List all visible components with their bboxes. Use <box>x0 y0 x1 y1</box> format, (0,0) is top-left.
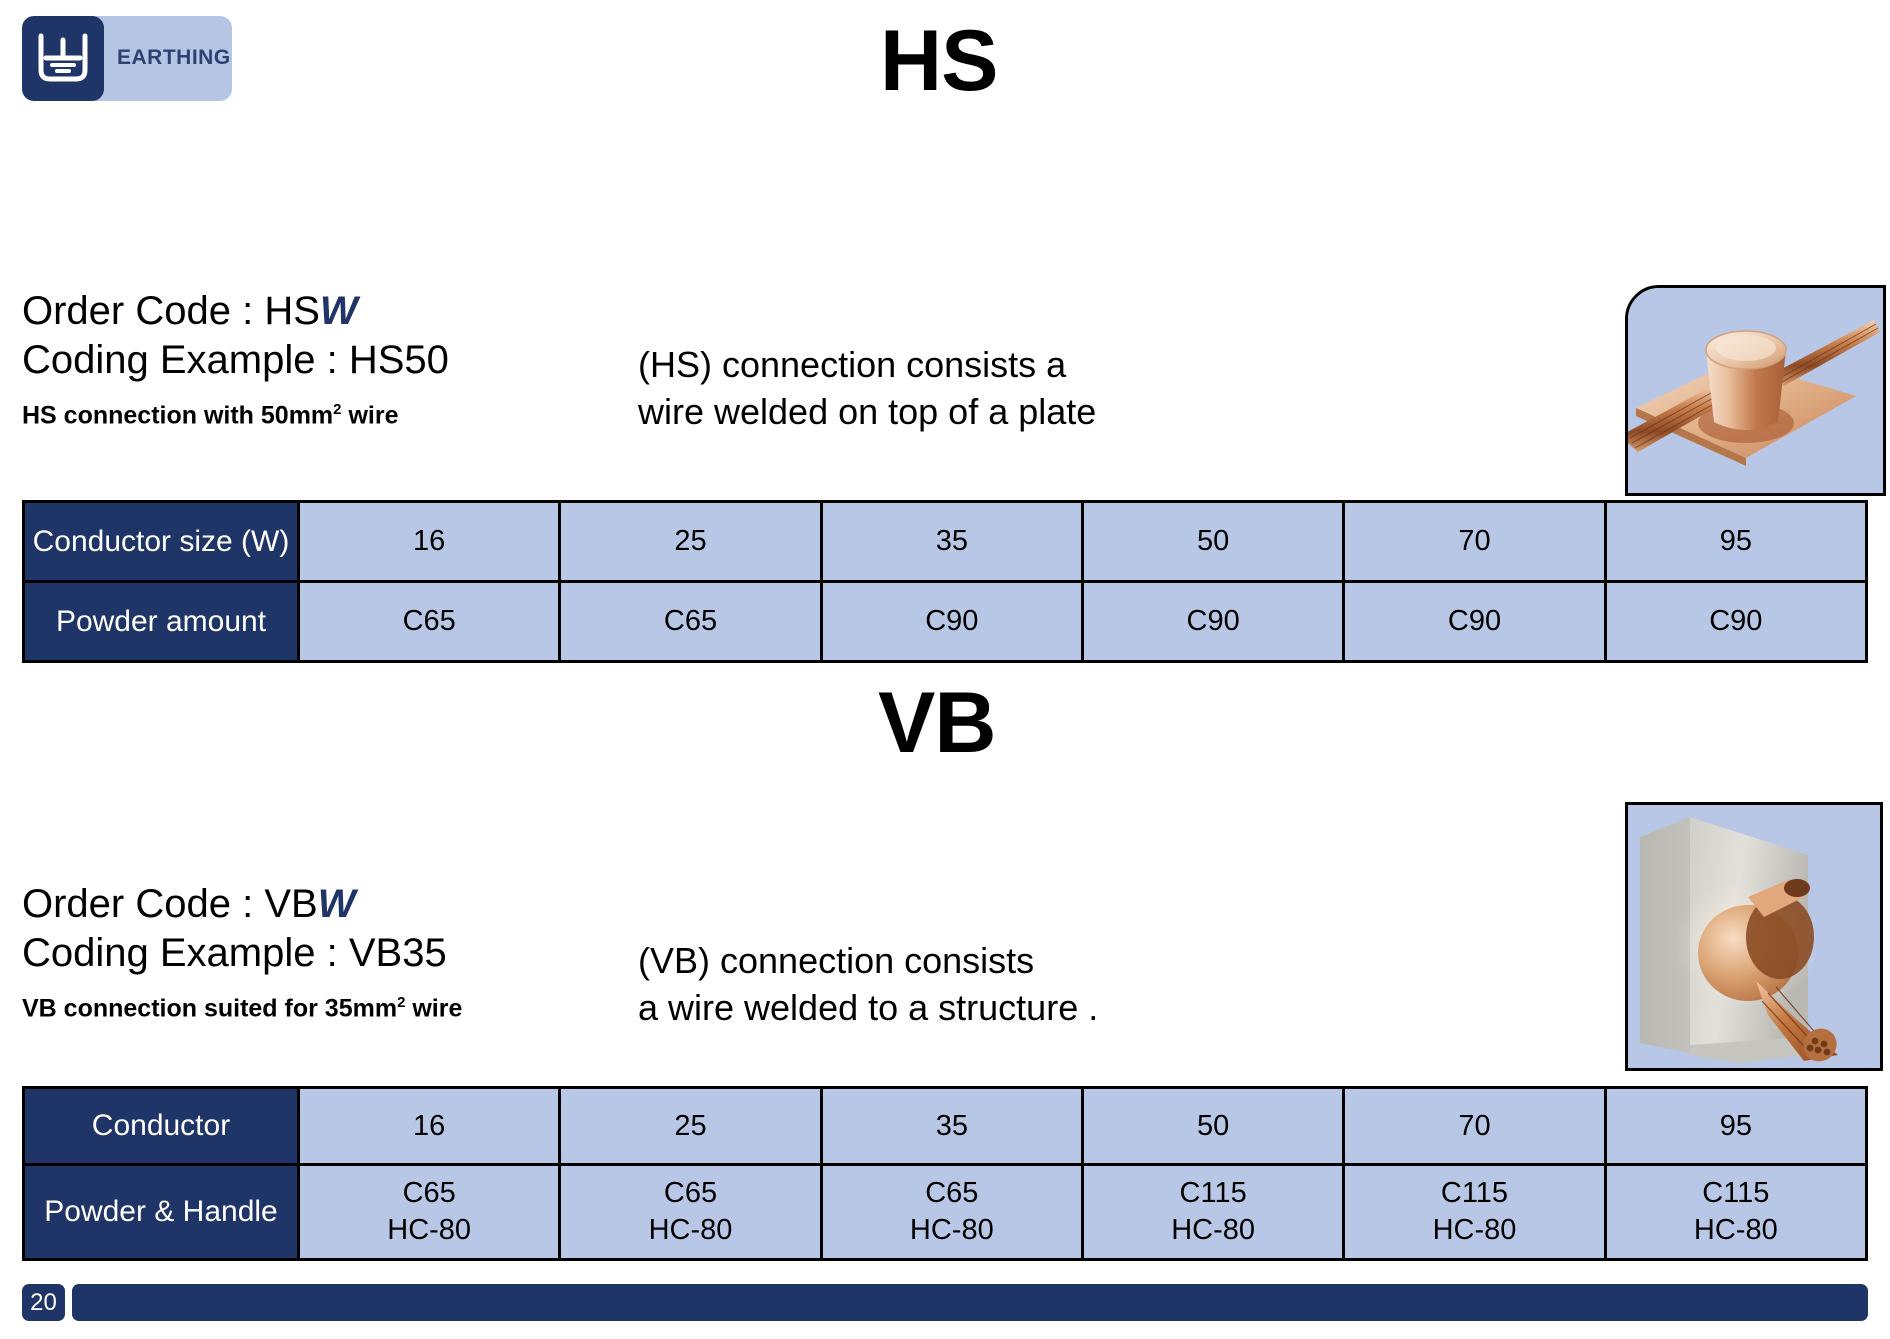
sub-note-hs: HS connection with 50mm2 wire <box>22 401 449 430</box>
page-number-badge: 20 <box>22 1284 65 1321</box>
cell-conductor-size-4: 50 <box>1080 500 1346 583</box>
order-code-prefix-hs: Order Code : HS <box>22 289 320 333</box>
description-vb: (VB) connection consists a wire welded t… <box>638 940 1099 1028</box>
spec-table-vb: Conductor 16 25 35 50 70 95 Powder & Han… <box>22 1086 1869 1261</box>
cell-conductor-4: 50 <box>1080 1086 1346 1166</box>
powder-value-3: C65 <box>925 1176 979 1209</box>
cell-conductor-size-2: 25 <box>558 500 823 583</box>
handle-value-1: HC-80 <box>387 1214 472 1246</box>
handle-value-2: HC-80 <box>648 1214 733 1246</box>
row-label-powder-handle: Powder & Handle <box>22 1163 300 1261</box>
product-image-vb <box>1625 802 1883 1071</box>
coding-example-vb: Coding Example : VB35 <box>22 930 447 975</box>
sub-note-suffix-vb: wire <box>405 993 463 1022</box>
cell-powder-handle-6: C115 HC-80 <box>1603 1163 1869 1261</box>
powder-value-4: C115 <box>1179 1176 1247 1209</box>
cell-conductor-6: 95 <box>1603 1086 1869 1166</box>
order-code-line-vb: Order Code : VBW <box>22 880 462 929</box>
cell-powder-amount-4: C90 <box>1080 580 1346 663</box>
coding-example-hs: Coding Example : HS50 <box>22 337 449 382</box>
cell-conductor-1: 16 <box>296 1086 562 1166</box>
table-row: Powder amount C65 C65 C90 C90 C90 C90 <box>22 580 1869 663</box>
table-row: Conductor 16 25 35 50 70 95 <box>22 1086 1869 1166</box>
order-info-hs: Order Code : HSW Coding Example : HS50 H… <box>22 287 449 430</box>
order-code-variable-vb: W <box>317 882 356 926</box>
handle-value-6: HC-80 <box>1693 1214 1778 1246</box>
product-image-hs <box>1625 285 1886 496</box>
handle-value-4: HC-80 <box>1171 1214 1256 1246</box>
hs-weld-illustration <box>1628 288 1883 493</box>
order-code-line-hs: Order Code : HSW <box>22 287 449 336</box>
earth-ground-icon <box>38 33 88 82</box>
section-title-vb: VB <box>878 675 996 771</box>
cell-conductor-size-6: 95 <box>1603 500 1869 583</box>
handle-value-5: HC-80 <box>1432 1214 1517 1246</box>
powder-value-1: C65 <box>402 1176 456 1209</box>
sub-note-prefix-vb: VB connection suited for 35mm <box>22 993 398 1022</box>
section-title-hs: HS <box>880 13 998 109</box>
sub-note-sup-hs: 2 <box>333 400 342 418</box>
footer-bar <box>72 1284 1868 1321</box>
cell-powder-amount-3: C90 <box>819 580 1084 663</box>
cell-conductor-size-1: 16 <box>296 500 562 583</box>
spec-table-hs: Conductor size (W) 16 25 35 50 70 95 Pow… <box>22 500 1869 663</box>
cell-powder-handle-1: C65 HC-80 <box>296 1163 562 1261</box>
vb-weld-illustration <box>1628 805 1880 1068</box>
cell-powder-handle-2: C65 HC-80 <box>558 1163 823 1261</box>
cell-conductor-5: 70 <box>1342 1086 1607 1166</box>
sub-note-vb: VB connection suited for 35mm2 wire <box>22 994 462 1023</box>
brand-icon-tile <box>22 16 104 101</box>
cell-conductor-size-3: 35 <box>819 500 1084 583</box>
handle-value-3: HC-80 <box>909 1214 994 1246</box>
cell-powder-amount-6: C90 <box>1603 580 1869 663</box>
sub-note-prefix-hs: HS connection with 50mm <box>22 400 334 429</box>
cell-conductor-size-5: 70 <box>1342 500 1607 583</box>
order-code-prefix-vb: Order Code : VB <box>22 882 318 926</box>
powder-value-2: C65 <box>663 1176 718 1209</box>
cell-conductor-3: 35 <box>819 1086 1084 1166</box>
sub-note-suffix-hs: wire <box>341 400 399 429</box>
order-code-variable-hs: W <box>319 289 358 333</box>
table-row: Conductor size (W) 16 25 35 50 70 95 <box>22 500 1869 583</box>
brand-logo: EARTHING <box>22 16 232 101</box>
cell-conductor-2: 25 <box>558 1086 823 1166</box>
row-label-conductor: Conductor <box>22 1086 300 1166</box>
powder-value-6: C115 <box>1702 1176 1770 1209</box>
powder-value-5: C115 <box>1440 1176 1509 1209</box>
cell-powder-amount-1: C65 <box>296 580 562 663</box>
order-info-vb: Order Code : VBW Coding Example : VB35 V… <box>22 880 462 1023</box>
cell-powder-amount-5: C90 <box>1342 580 1607 663</box>
row-label-powder-amount: Powder amount <box>22 580 300 663</box>
description-hs: (HS) connection consists a wire welded o… <box>638 344 1097 432</box>
row-label-conductor-size: Conductor size (W) <box>22 500 300 583</box>
cell-powder-handle-3: C65 HC-80 <box>819 1163 1084 1261</box>
brand-label: EARTHING <box>117 46 231 69</box>
cell-powder-handle-5: C115 HC-80 <box>1342 1163 1607 1261</box>
table-row: Powder & Handle C65 HC-80 C65 HC-80 C65 … <box>22 1163 1869 1261</box>
sub-note-sup-vb: 2 <box>397 993 406 1011</box>
cell-powder-handle-4: C115 HC-80 <box>1080 1163 1346 1261</box>
cell-powder-amount-2: C65 <box>558 580 823 663</box>
